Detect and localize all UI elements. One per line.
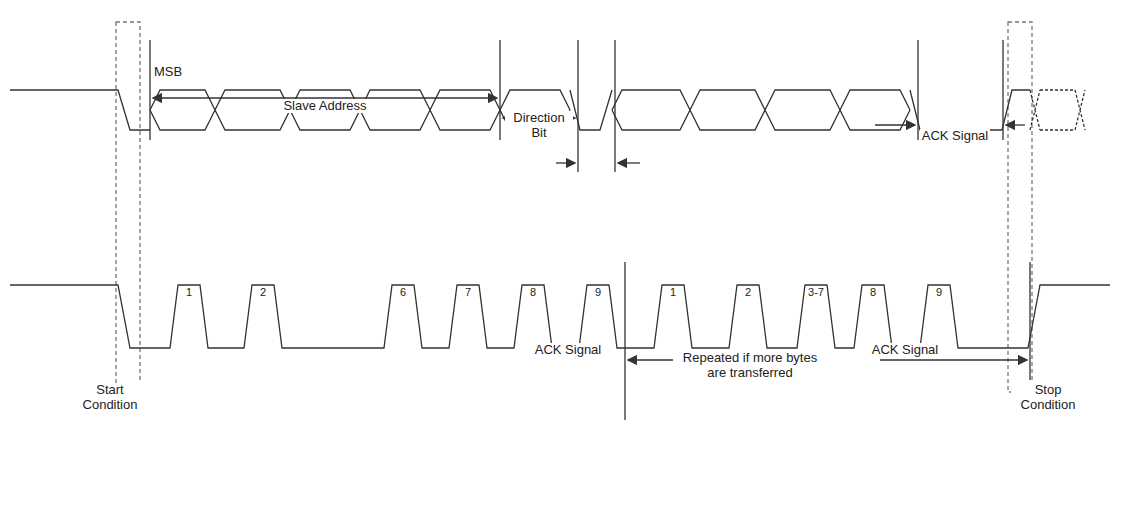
clock-number: 1 [184, 286, 194, 299]
clock-number: 9 [593, 286, 603, 299]
signal-label: Slave Address [281, 99, 368, 114]
clock-number: 6 [398, 286, 408, 299]
signal-label: ACK Signal [870, 343, 940, 358]
clock-number: 8 [528, 286, 538, 299]
clock-number: 8 [868, 286, 878, 299]
clock-number: 9 [934, 286, 944, 299]
signal-label: ACK Signal [533, 343, 603, 358]
stop-box [1008, 22, 1032, 392]
sda-ack2 [910, 90, 1030, 130]
clock-number: 3-7 [806, 286, 826, 299]
signal-label: MSB [152, 65, 184, 80]
sda-ack [570, 90, 612, 130]
sda-start [10, 90, 150, 130]
clock-number: 1 [668, 286, 678, 299]
clock-number: 7 [463, 286, 473, 299]
signal-label: Stop Condition [1011, 383, 1085, 413]
sda-next [1030, 90, 1085, 130]
signal-label: Direction Bit [505, 111, 573, 141]
signal-label: ACK Signal [920, 129, 990, 144]
clock-number: 2 [258, 286, 268, 299]
signal-label: Start Condition [73, 383, 147, 413]
scl-wave [10, 285, 1110, 348]
signal-label: Repeated if more bytes are transferred [673, 351, 827, 381]
clock-number: 2 [743, 286, 753, 299]
